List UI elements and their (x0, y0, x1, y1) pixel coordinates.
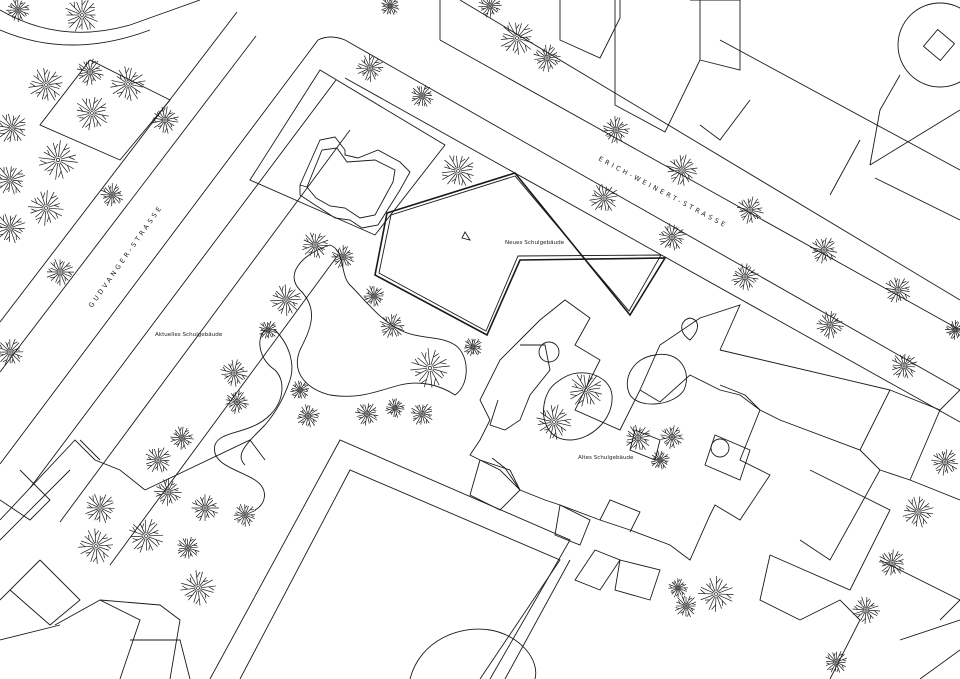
tree-icon (180, 570, 216, 606)
tree-icon (589, 183, 618, 211)
tree-icon (259, 320, 278, 339)
tree-icon (28, 67, 63, 101)
new-school-building (374, 172, 667, 337)
tree-icon (410, 403, 433, 425)
tree-icon (536, 404, 572, 440)
tree-icon (129, 518, 164, 553)
building-label-old-school: Altes Schulgebäude (578, 455, 634, 461)
tree-icon (220, 359, 248, 387)
tree-icon (355, 403, 379, 426)
tree-icon (297, 404, 320, 428)
tree-icon (660, 425, 684, 449)
tree-icon (500, 22, 533, 55)
tree-icon (170, 426, 194, 450)
tree-icon (110, 66, 146, 102)
tree-icon (736, 196, 764, 224)
tree-icon (290, 380, 310, 399)
tree-icon (0, 166, 25, 195)
tree-icon (825, 651, 848, 673)
tree-icon (650, 450, 670, 470)
tree-icon (302, 232, 329, 259)
tree-icon (381, 0, 400, 16)
tree-icon (697, 576, 734, 612)
tree-icon (145, 447, 171, 473)
tree-icon (675, 595, 697, 618)
tree-icon (931, 449, 959, 476)
old-school-building (469, 299, 771, 601)
tree-icon (38, 140, 78, 180)
building-label-new-school: Neues Schulgebäude (505, 240, 565, 246)
tree-icon (659, 223, 686, 251)
courtyard-building (249, 69, 446, 236)
tree-icon (191, 494, 219, 522)
tree-icon (356, 54, 384, 83)
tree-icon (852, 596, 880, 624)
tree-icon (151, 106, 179, 134)
tree-icon (28, 190, 64, 226)
sports-field (209, 439, 571, 679)
tree-icon (731, 263, 759, 291)
tree-icon (533, 44, 561, 72)
tree-icon (810, 237, 838, 264)
tree-icon (885, 277, 911, 303)
tree-icon (602, 116, 630, 144)
tree-icon (570, 374, 602, 407)
garden-path (214, 244, 467, 511)
tree-icon (153, 478, 182, 506)
tree-icon (464, 338, 482, 357)
tree-icon (270, 284, 302, 316)
right-buildings (719, 349, 960, 679)
tree-icon (331, 245, 355, 269)
courtyard-ovals (543, 353, 687, 441)
tree-icon (177, 536, 200, 559)
tree-icon (891, 353, 917, 379)
tree-icon (0, 213, 26, 244)
tree-icon (626, 424, 651, 450)
tree-icon (666, 154, 698, 186)
top-right-blocks (559, 0, 960, 221)
tree-icon (76, 96, 109, 131)
tree-icon (85, 493, 115, 523)
tree-icon (100, 183, 124, 207)
tree-icon (65, 0, 98, 32)
tree-icon (225, 390, 249, 414)
tree-icon (411, 85, 434, 107)
tree-icon (6, 0, 30, 23)
tree-icon (363, 285, 385, 307)
street-label-gudvanger: GUDVANGER-STRASSE (87, 203, 165, 309)
tree-icon (379, 313, 405, 338)
tree-icon (78, 528, 114, 564)
bottom-left-buildings (0, 439, 266, 679)
tree-icon (233, 503, 256, 527)
tree-icon (668, 578, 688, 598)
tree-icon (478, 0, 502, 18)
tree-icon (441, 155, 474, 186)
tree-icon (76, 58, 104, 86)
tree-icon (46, 258, 74, 286)
tree-icon (0, 113, 26, 143)
tree-icon (410, 348, 450, 388)
tree-icon (902, 496, 934, 528)
tree-icon (879, 549, 905, 576)
tree-icon (816, 311, 844, 339)
street-label-erich-weinert: ERICH-WEINERT-STRASSE (597, 155, 729, 230)
building-label-current-school: Aktuelles Schulgebäude (155, 332, 223, 338)
tree-icon (944, 320, 960, 340)
tree-icon (0, 338, 24, 365)
tree-icon (385, 398, 405, 418)
